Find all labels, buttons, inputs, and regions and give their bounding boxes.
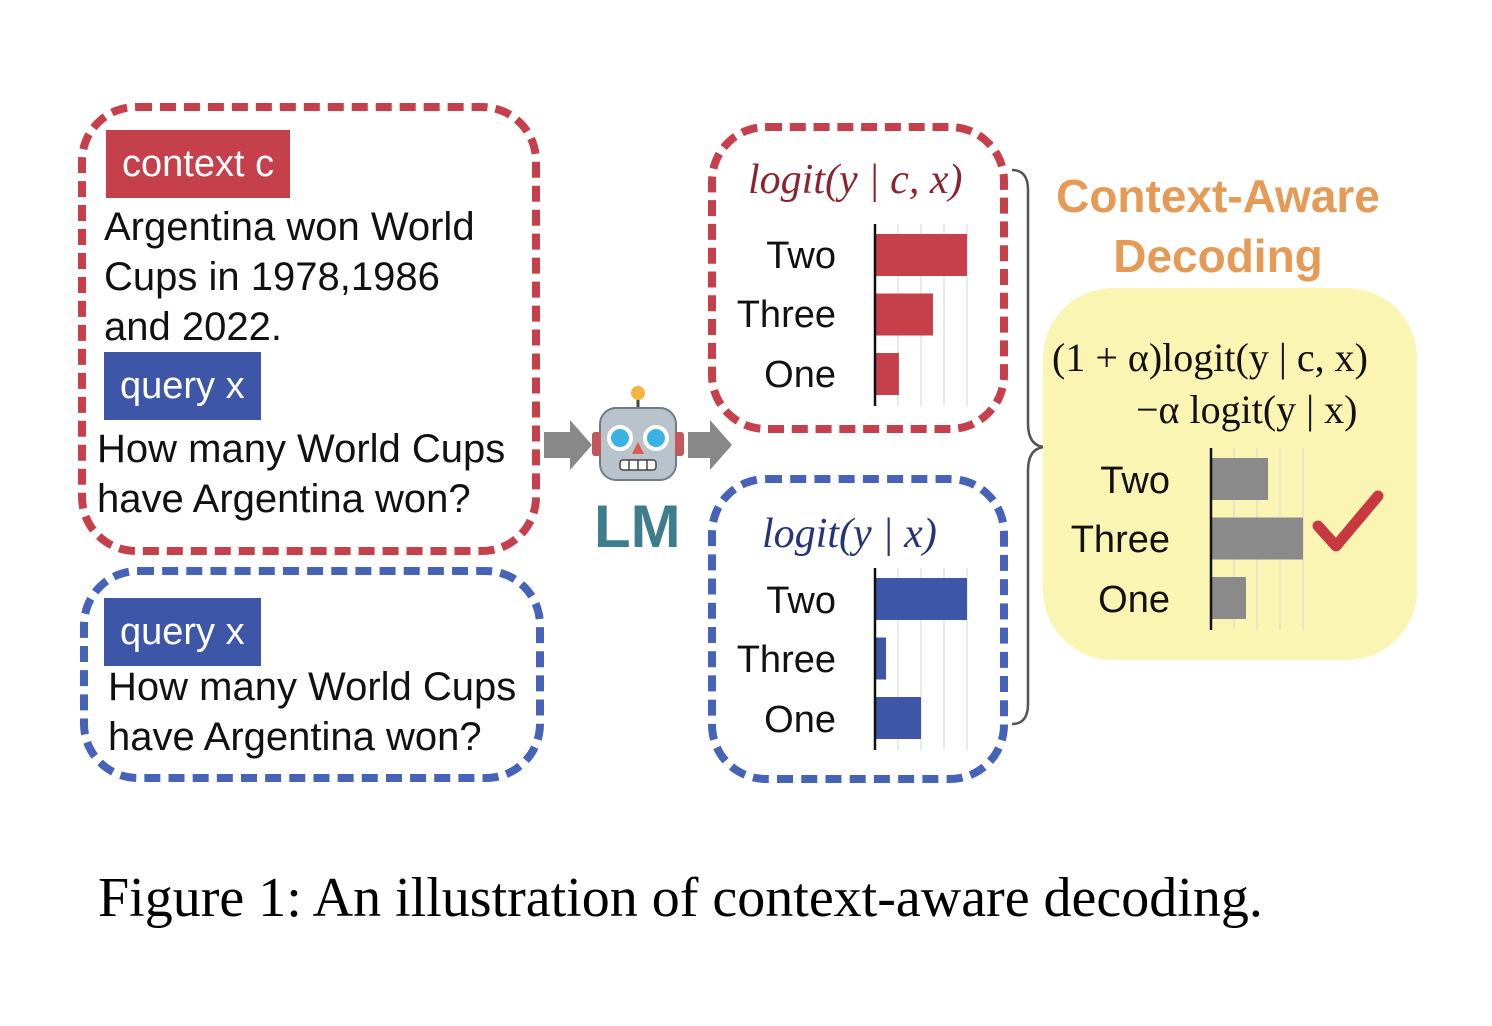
bar-label-context-0: Two xyxy=(766,235,836,277)
context-text: Argentina won World Cups in 1978,1986 an… xyxy=(104,202,475,352)
bar-label-cad-1: Three xyxy=(1070,519,1170,561)
query-line: How many World Cups xyxy=(97,427,506,471)
context-bar-one xyxy=(875,353,899,395)
query-only-frame xyxy=(80,567,544,782)
bar-label-context-1: Three xyxy=(736,294,836,336)
cad-formula-line2: −α logit(y | x) xyxy=(1136,387,1358,432)
query-line: have Argentina won? xyxy=(108,715,482,759)
context-line: and 2022. xyxy=(104,305,282,349)
context-tag: context c xyxy=(106,130,291,198)
bar-label-query-0: Two xyxy=(766,580,836,622)
bar-label-cad-0: Two xyxy=(1100,460,1170,502)
arrows-and-robot xyxy=(544,386,732,481)
query-logit-chart xyxy=(873,568,968,750)
query-text-bottom: How many World Cups have Argentina won? xyxy=(108,662,516,762)
arrow-out-icon xyxy=(688,420,732,470)
context-line: Argentina won World xyxy=(104,205,475,249)
arrow-in-icon xyxy=(544,420,592,470)
query-tag-bottom: query x xyxy=(104,598,261,666)
figure-caption: Figure 1: An illustration of context-awa… xyxy=(98,867,1263,929)
lm-label: LM xyxy=(594,493,681,560)
cad-chart xyxy=(1209,448,1304,630)
query-bar-three xyxy=(875,637,887,680)
cad-bar-three xyxy=(1211,517,1303,560)
query-text: How many World Cups have Argentina won? xyxy=(97,424,505,524)
robot-icon xyxy=(592,386,684,481)
context-logit-title: logit(y | c, x) xyxy=(748,157,963,203)
query-line: How many World Cups xyxy=(108,665,517,709)
checkmark-icon xyxy=(1312,490,1384,552)
cad-bar-two xyxy=(1211,458,1269,500)
context-query-frame xyxy=(78,103,540,555)
query-logit-frame xyxy=(708,475,1008,783)
context-logit-chart xyxy=(873,224,968,406)
context-logit-frame xyxy=(708,123,1008,433)
query-tag: query x xyxy=(104,352,261,420)
cad-title-line2: Decoding xyxy=(1113,230,1323,282)
query-logit-title: logit(y | x) xyxy=(762,511,937,557)
cad-title-line1: Context-Aware xyxy=(1056,170,1380,222)
cad-bar-one xyxy=(1211,577,1246,619)
cad-formula-line1: (1 + α)logit(y | c, x) xyxy=(1052,335,1368,380)
bar-label-cad-2: One xyxy=(1098,579,1170,621)
query-bar-one xyxy=(875,697,921,739)
bar-label-query-2: One xyxy=(764,699,836,741)
bar-label-query-1: Three xyxy=(736,639,836,681)
query-bar-two xyxy=(875,578,967,620)
context-bar-two xyxy=(875,234,967,276)
query-line: have Argentina won? xyxy=(97,477,471,521)
bar-label-context-2: One xyxy=(764,354,836,396)
context-line: Cups in 1978,1986 xyxy=(104,255,440,299)
context-bar-three xyxy=(875,293,933,336)
